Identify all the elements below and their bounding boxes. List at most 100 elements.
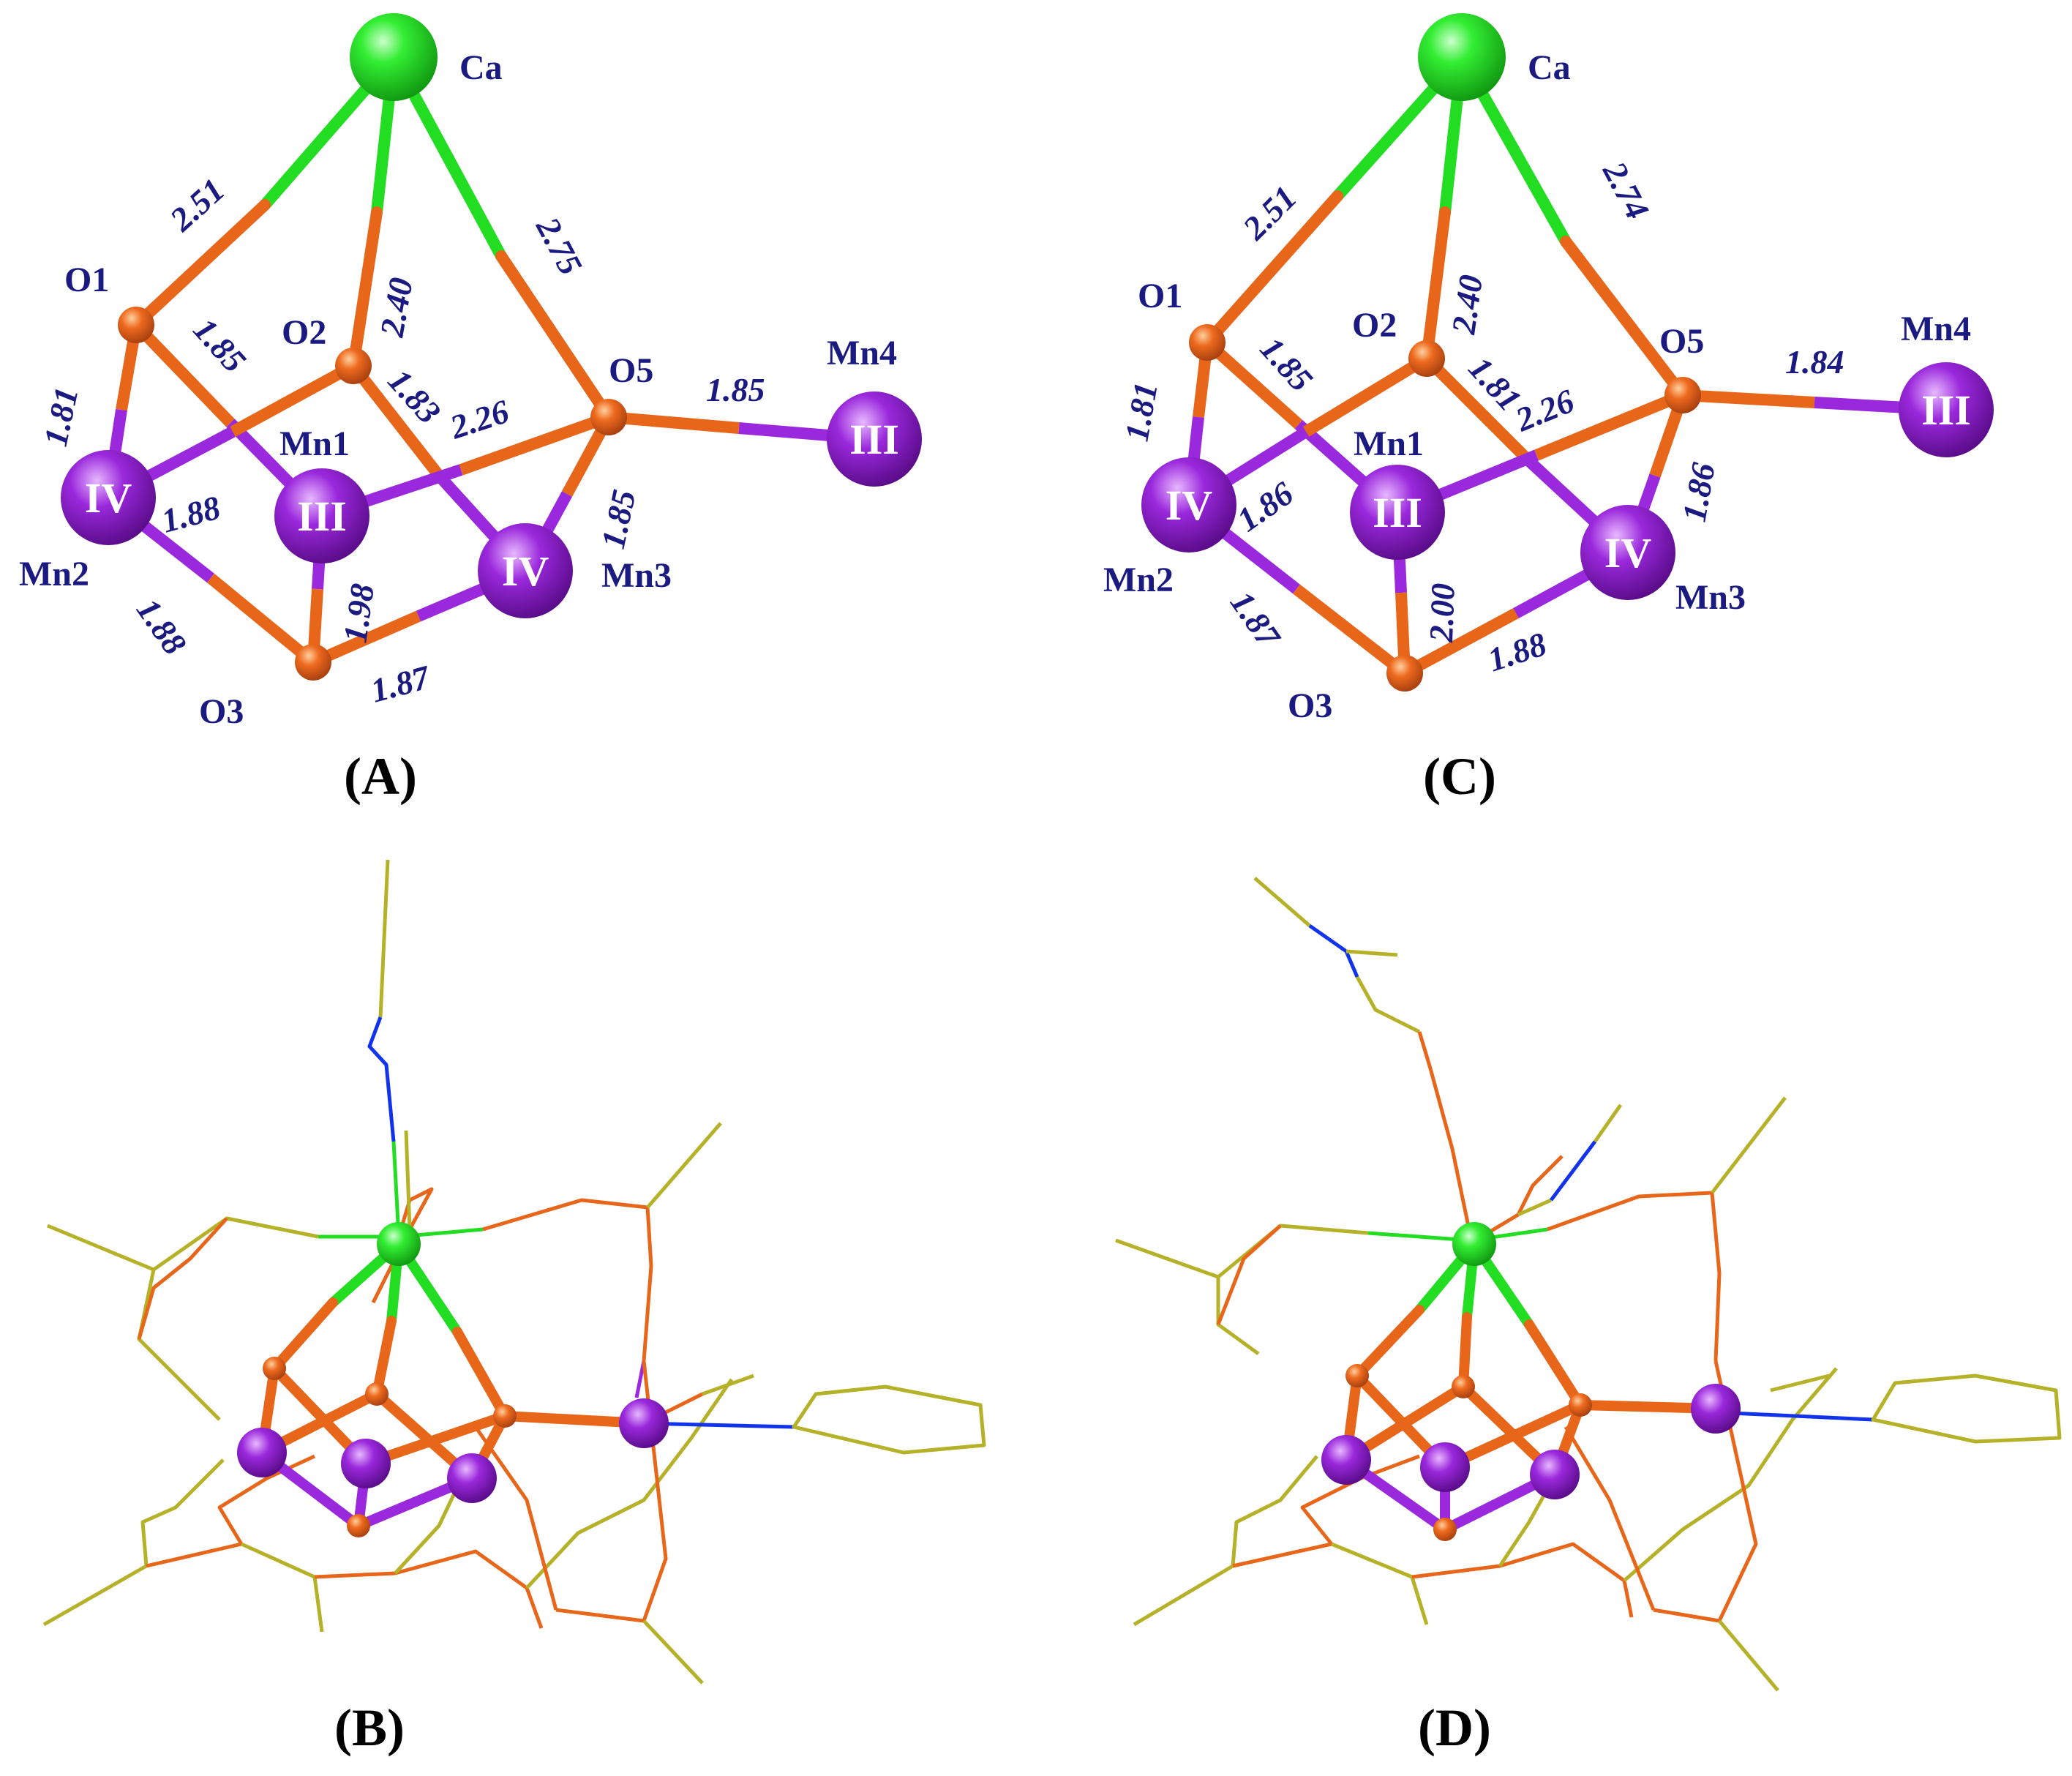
manganese-atom-mn3: [478, 523, 573, 618]
panel-label-b: (B): [334, 1698, 405, 1757]
oxygen-atom-o5: [1664, 377, 1701, 413]
manganese-atom-mn1: [274, 468, 369, 563]
distance-o5-mn4: 1.84: [1785, 343, 1844, 381]
label-mn4: Mn4: [827, 334, 897, 372]
label-ca: Ca: [1528, 48, 1571, 87]
distance-ca-o5: 2.74: [1596, 155, 1656, 225]
calcium-atom: [1452, 1222, 1496, 1266]
label-ca: Ca: [459, 48, 503, 87]
bond-ca-o5: [495, 250, 615, 423]
bond: [269, 1297, 338, 1374]
ligand-chain: [1345, 949, 1398, 957]
calcium-atom: [377, 1222, 421, 1266]
manganese-atom-mn1: [1350, 465, 1445, 560]
manganese-atom: [1321, 1435, 1371, 1485]
panel-label-d: (D): [1418, 1698, 1491, 1757]
distance-ca-o2: 2.40: [372, 275, 419, 340]
panel-label-a: (A): [344, 747, 417, 806]
label-mn3: Mn3: [1675, 578, 1746, 617]
oxidation-mn4: III: [1921, 386, 1971, 434]
label-o5: O5: [609, 351, 653, 390]
manganese-atom: [1691, 1384, 1741, 1434]
ligand-branch: [1593, 1104, 1623, 1143]
bond-ca-o2: [348, 206, 383, 372]
bond-ca-o1: [1201, 190, 1343, 348]
ligand-chain: [1417, 1031, 1473, 1237]
manganese-atom-mn4: [827, 391, 922, 487]
ligand-ring: [1770, 1374, 1830, 1393]
label-o2: O2: [282, 313, 326, 352]
distance-mn2-o3: 1.88: [130, 591, 194, 661]
ligand-bottom: [1133, 1455, 1318, 1627]
ligand-chain: [367, 1016, 396, 1142]
atom-labels-a: Ca O1 O2 O5 O3 Mn1 Mn2 Mn3 Mn4: [19, 48, 897, 731]
oxygen-atom: [263, 1357, 286, 1380]
oxygen-atom-o1: [118, 307, 154, 343]
bond-o2-mn2: [230, 360, 356, 438]
bond-o5-mn1: [459, 411, 611, 476]
ligand-bottom: [1564, 1425, 1656, 1611]
ligand-bottom: [240, 1542, 324, 1633]
oxidation-mn3: IV: [1604, 529, 1652, 577]
label-mn2: Mn2: [19, 555, 89, 593]
ligand-branch: [1517, 1198, 1553, 1217]
label-o5: O5: [1659, 322, 1704, 361]
ligand-wireframe-b: [42, 859, 986, 1685]
distance-o3-mn3: 1.87: [367, 658, 435, 710]
oxygen-atom: [1569, 1393, 1592, 1417]
ligand-bottom: [1653, 1360, 1758, 1623]
ligand-right: [646, 1122, 722, 1209]
oxygen-atom-o3: [1386, 655, 1423, 692]
calcium-atom: [1418, 13, 1506, 101]
manganese-atom: [447, 1453, 497, 1503]
ligand-bottom: [1718, 1619, 1779, 1692]
distance-o5-mn3: 1.85: [594, 487, 643, 552]
oxygen-atom: [347, 1514, 370, 1537]
oxidation-mn3: IV: [502, 547, 549, 595]
ligand-branch: [1550, 1140, 1596, 1202]
label-o2: O2: [1352, 306, 1397, 345]
oxidation-mn4: III: [849, 416, 899, 463]
ligand-left: [47, 1216, 319, 1272]
ligand-bottom: [42, 1458, 225, 1627]
ligand-wireframe-d: [1115, 877, 2062, 1692]
oxidation-mn2: IV: [1166, 482, 1213, 529]
oxidation-states-a: IV III IV III: [85, 416, 899, 595]
distance-o1-mn2: 1.81: [37, 384, 86, 449]
bond-o5-mn4: [1682, 389, 1815, 408]
label-o3: O3: [199, 692, 244, 731]
label-mn4: Mn4: [1901, 310, 1971, 348]
distance-o5-mn4: 1.85: [706, 371, 765, 408]
ligand-chain: [1253, 877, 1311, 927]
bond-o3-mn3: [310, 610, 421, 668]
distance-ca-o1: 2.51: [162, 171, 232, 239]
bond: [372, 1316, 397, 1399]
oxidation-states-c: IV III IV III: [1166, 386, 1971, 577]
bond: [1352, 1305, 1424, 1381]
label-o1: O1: [64, 261, 109, 299]
calcium-atom: [350, 13, 438, 101]
cluster-atoms-b: [237, 1222, 669, 1537]
oxygen-atom: [1452, 1375, 1475, 1398]
distance-mn1-o3: 2.00: [1422, 582, 1462, 643]
ligand-right: [634, 1360, 646, 1398]
bond-o1-mn1: [132, 321, 235, 427]
ligand-bottom: [555, 1360, 668, 1623]
manganese-atom: [237, 1428, 287, 1477]
oxygen-atom: [493, 1404, 517, 1428]
ligand-bottom: [1411, 1542, 1634, 1618]
distance-mn2-o3: 1.87: [1223, 584, 1288, 655]
label-mn3: Mn3: [601, 556, 672, 595]
ligand-left: [1216, 1277, 1260, 1356]
distance-o5-mn2: 2.26: [445, 392, 513, 446]
ligand-bottom: [642, 1619, 704, 1685]
panel-b: (B): [42, 859, 986, 1757]
ligand-chain: [404, 1130, 412, 1230]
oxygen-atom: [365, 1382, 388, 1406]
ligand-left: [137, 1217, 228, 1340]
ligand-ring: [792, 1385, 986, 1455]
bond-ca-o2: [1421, 206, 1451, 364]
distance-o5-mn3: 1.86: [1675, 460, 1722, 525]
panel-label-c: (C): [1423, 747, 1496, 806]
